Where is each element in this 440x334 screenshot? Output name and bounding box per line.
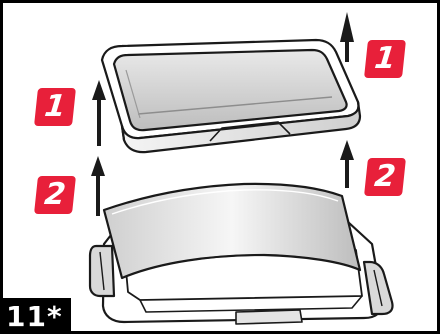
step-number-label: 11* <box>0 298 71 334</box>
step-badge-lift-frame: 2 <box>34 176 76 214</box>
up-arrow-icon <box>92 80 106 146</box>
up-arrow-icon <box>340 140 354 188</box>
up-arrow-icon <box>340 12 354 62</box>
base-frame <box>90 184 393 324</box>
upper-pan <box>102 40 360 152</box>
step-badge-lift-frame: 2 <box>364 158 406 196</box>
up-arrow-icon <box>91 156 105 216</box>
step-badge-lift-pan: 1 <box>34 88 76 126</box>
step-badge-lift-pan: 1 <box>364 40 406 78</box>
